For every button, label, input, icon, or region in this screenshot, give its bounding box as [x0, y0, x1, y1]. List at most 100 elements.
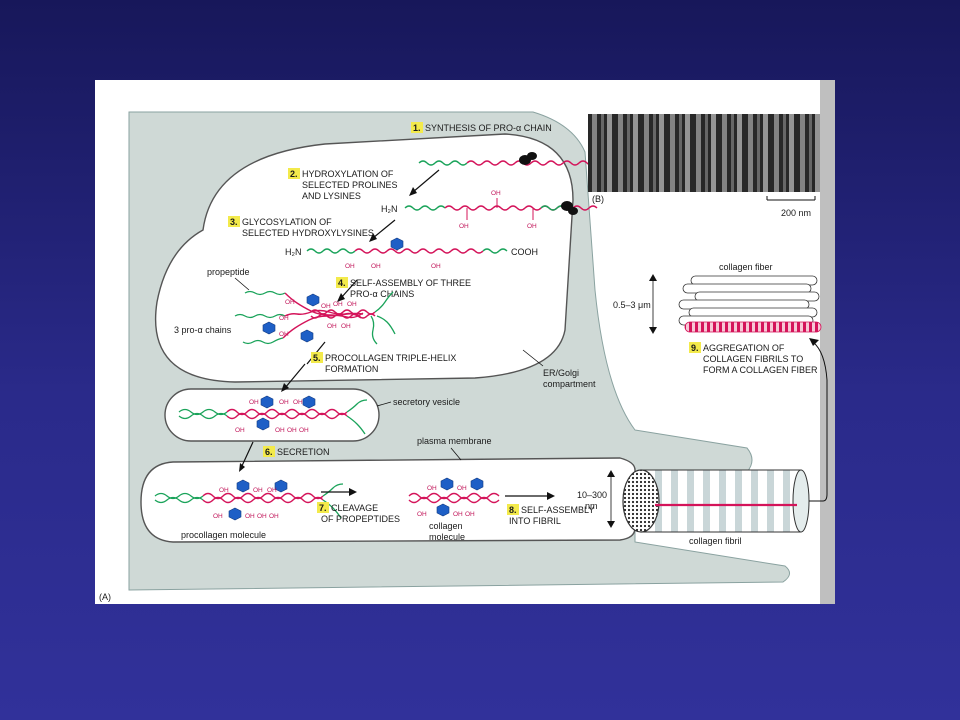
oh-label-13: OH: [341, 323, 351, 330]
step-1-highlight: [411, 122, 423, 133]
step-4-highlight: [336, 277, 348, 288]
h2n-label: H₂N: [381, 204, 398, 214]
collagen-fiber-label: collagen fiber: [719, 262, 773, 272]
fibril-size-bottom-arrow: [607, 521, 615, 528]
step-8-number: 8.: [509, 505, 517, 515]
sugar-hexagon-13: [436, 503, 450, 517]
er-golgi-label-line-2: compartment: [543, 379, 596, 389]
step-2-line-3: AND LYSINES: [302, 191, 361, 201]
collagen-fibril: [622, 469, 810, 533]
arrow-2-to-3: [372, 219, 396, 239]
arrow-2-to-3-head: [369, 233, 377, 242]
step-2-highlight: [288, 168, 300, 179]
oh-label-5: OH: [371, 263, 381, 270]
er-golgi-label-line-1: ER/Golgi: [543, 368, 579, 378]
step-9-number: 9.: [691, 343, 699, 353]
sugar-hexagon-6: [302, 395, 316, 409]
oh-label-30: OH: [457, 485, 467, 492]
step-4-number: 4.: [338, 278, 346, 288]
collagen-fibril-label: collagen fibril: [689, 536, 742, 546]
step-3-line-2: SELECTED HYDROXYLYSINES: [242, 228, 374, 238]
chain-3-green: [306, 248, 356, 254]
oh-label-28: OH: [269, 513, 279, 520]
step-5-line-1: PROCOLLAGEN TRIPLE-HELIX: [325, 353, 456, 363]
plasma-membrane-pointer: [450, 447, 462, 461]
step-9-line-2: COLLAGEN FIBRILS TO: [703, 354, 803, 364]
oh-label-33: OH: [465, 511, 475, 518]
oh-label-3: OH: [527, 223, 537, 230]
er-golgi-compartment: [155, 133, 574, 383]
oh-label-19: OH: [275, 427, 285, 434]
sugar-hexagon-2: [306, 293, 320, 307]
oh-label-14: OH: [279, 331, 289, 338]
sugar-hexagon-12: [470, 477, 484, 491]
sugar-hexagon-10: [228, 507, 242, 521]
step-5-line-2: FORMATION: [325, 364, 378, 374]
step-2-line-2: SELECTED PROLINES: [302, 180, 398, 190]
chain-3-green-tail: [482, 248, 508, 254]
oh-label-24: OH: [267, 487, 277, 494]
chain-2-green: [404, 205, 446, 211]
electron-micrograph: [588, 114, 820, 192]
er-golgi-pointer: [522, 349, 544, 367]
oh-label-23: OH: [253, 487, 263, 494]
vesicle-procollagen: [178, 399, 368, 435]
arrow-vesicle-to-secretion: [240, 441, 254, 469]
step-1-label: SYNTHESIS OF PRO-α CHAIN: [425, 123, 552, 133]
step-2-number: 2.: [290, 169, 298, 179]
fiber-size-bottom-arrow: [649, 327, 657, 334]
step-4-line-1: SELF-ASSEMBLY OF THREE: [350, 278, 471, 288]
oh-label-22: OH: [219, 487, 229, 494]
three-chain-assembly: [234, 290, 396, 345]
panel-a-label: (A): [99, 592, 111, 602]
fibril-to-fiber-connector: [809, 341, 828, 502]
h2n-label-2: H₂N: [285, 247, 302, 257]
oh-label-27: OH: [257, 513, 267, 520]
ribosome-1b: [527, 152, 537, 160]
oh-label-6: OH: [431, 263, 441, 270]
oh-label-16: OH: [279, 399, 289, 406]
step-9-highlight: [689, 342, 701, 353]
oh-label-29: OH: [427, 485, 437, 492]
arrow-3-to-4: [340, 279, 358, 299]
step-6-highlight: [263, 446, 275, 457]
procollagen-molecule-label: procollagen molecule: [181, 530, 266, 540]
sugar-hexagon-3: [262, 321, 276, 335]
step-8-line-1: SELF-ASSEMBLY: [521, 505, 594, 515]
arrow-1-to-2: [412, 169, 440, 193]
step-3-number: 3.: [230, 217, 238, 227]
oh-label-21: OH: [299, 427, 309, 434]
step-3-highlight: [228, 216, 240, 227]
arrow-7-head: [349, 488, 357, 496]
oh-label-8: OH: [321, 303, 331, 310]
arrow-1-to-2-head: [409, 187, 417, 196]
chain-1-green: [418, 160, 468, 166]
collagen-molecule-helix: [408, 492, 500, 504]
vesicle-pointer: [376, 401, 392, 407]
step-4-line-2: PRO-α CHAINS: [350, 289, 414, 299]
electron-micrograph-shade: [588, 114, 820, 192]
propeptide-label: propeptide: [207, 267, 250, 277]
step-9-line-1: AGGREGATION OF: [703, 343, 785, 353]
plasma-membrane-label: plasma membrane: [417, 436, 492, 446]
oh-label-26: OH: [245, 513, 255, 520]
oh-label-9: OH: [333, 301, 343, 308]
arrow-3-to-4-head: [337, 293, 345, 302]
page-edge: [820, 80, 835, 604]
sugar-hexagon-8: [236, 479, 250, 493]
step-7-line-2: OF PROPEPTIDES: [321, 514, 400, 524]
step-9-line-3: FORM A COLLAGEN FIBER: [703, 365, 818, 375]
step-5-number: 5.: [313, 353, 321, 363]
fibril-size-line-1: 10–300: [577, 490, 607, 500]
oh-label-25: OH: [213, 513, 223, 520]
oh-label-15: OH: [249, 399, 259, 406]
step-3-line-1: GLYCOSYLATION OF: [242, 217, 332, 227]
diagram-canvas: 1. SYNTHESIS OF PRO-α CHAIN 2. HYDROXYLA…: [95, 80, 835, 604]
fibril-size-line-2: nm: [585, 501, 598, 511]
step-7-number: 7.: [319, 503, 327, 513]
oh-label-12: OH: [327, 323, 337, 330]
scale-bar-label: 200 nm: [781, 208, 811, 218]
chain-3-red: [354, 248, 484, 254]
sugar-hexagon-5: [260, 395, 274, 409]
pro-alpha-chains-label: 3 pro-α chains: [174, 325, 232, 335]
